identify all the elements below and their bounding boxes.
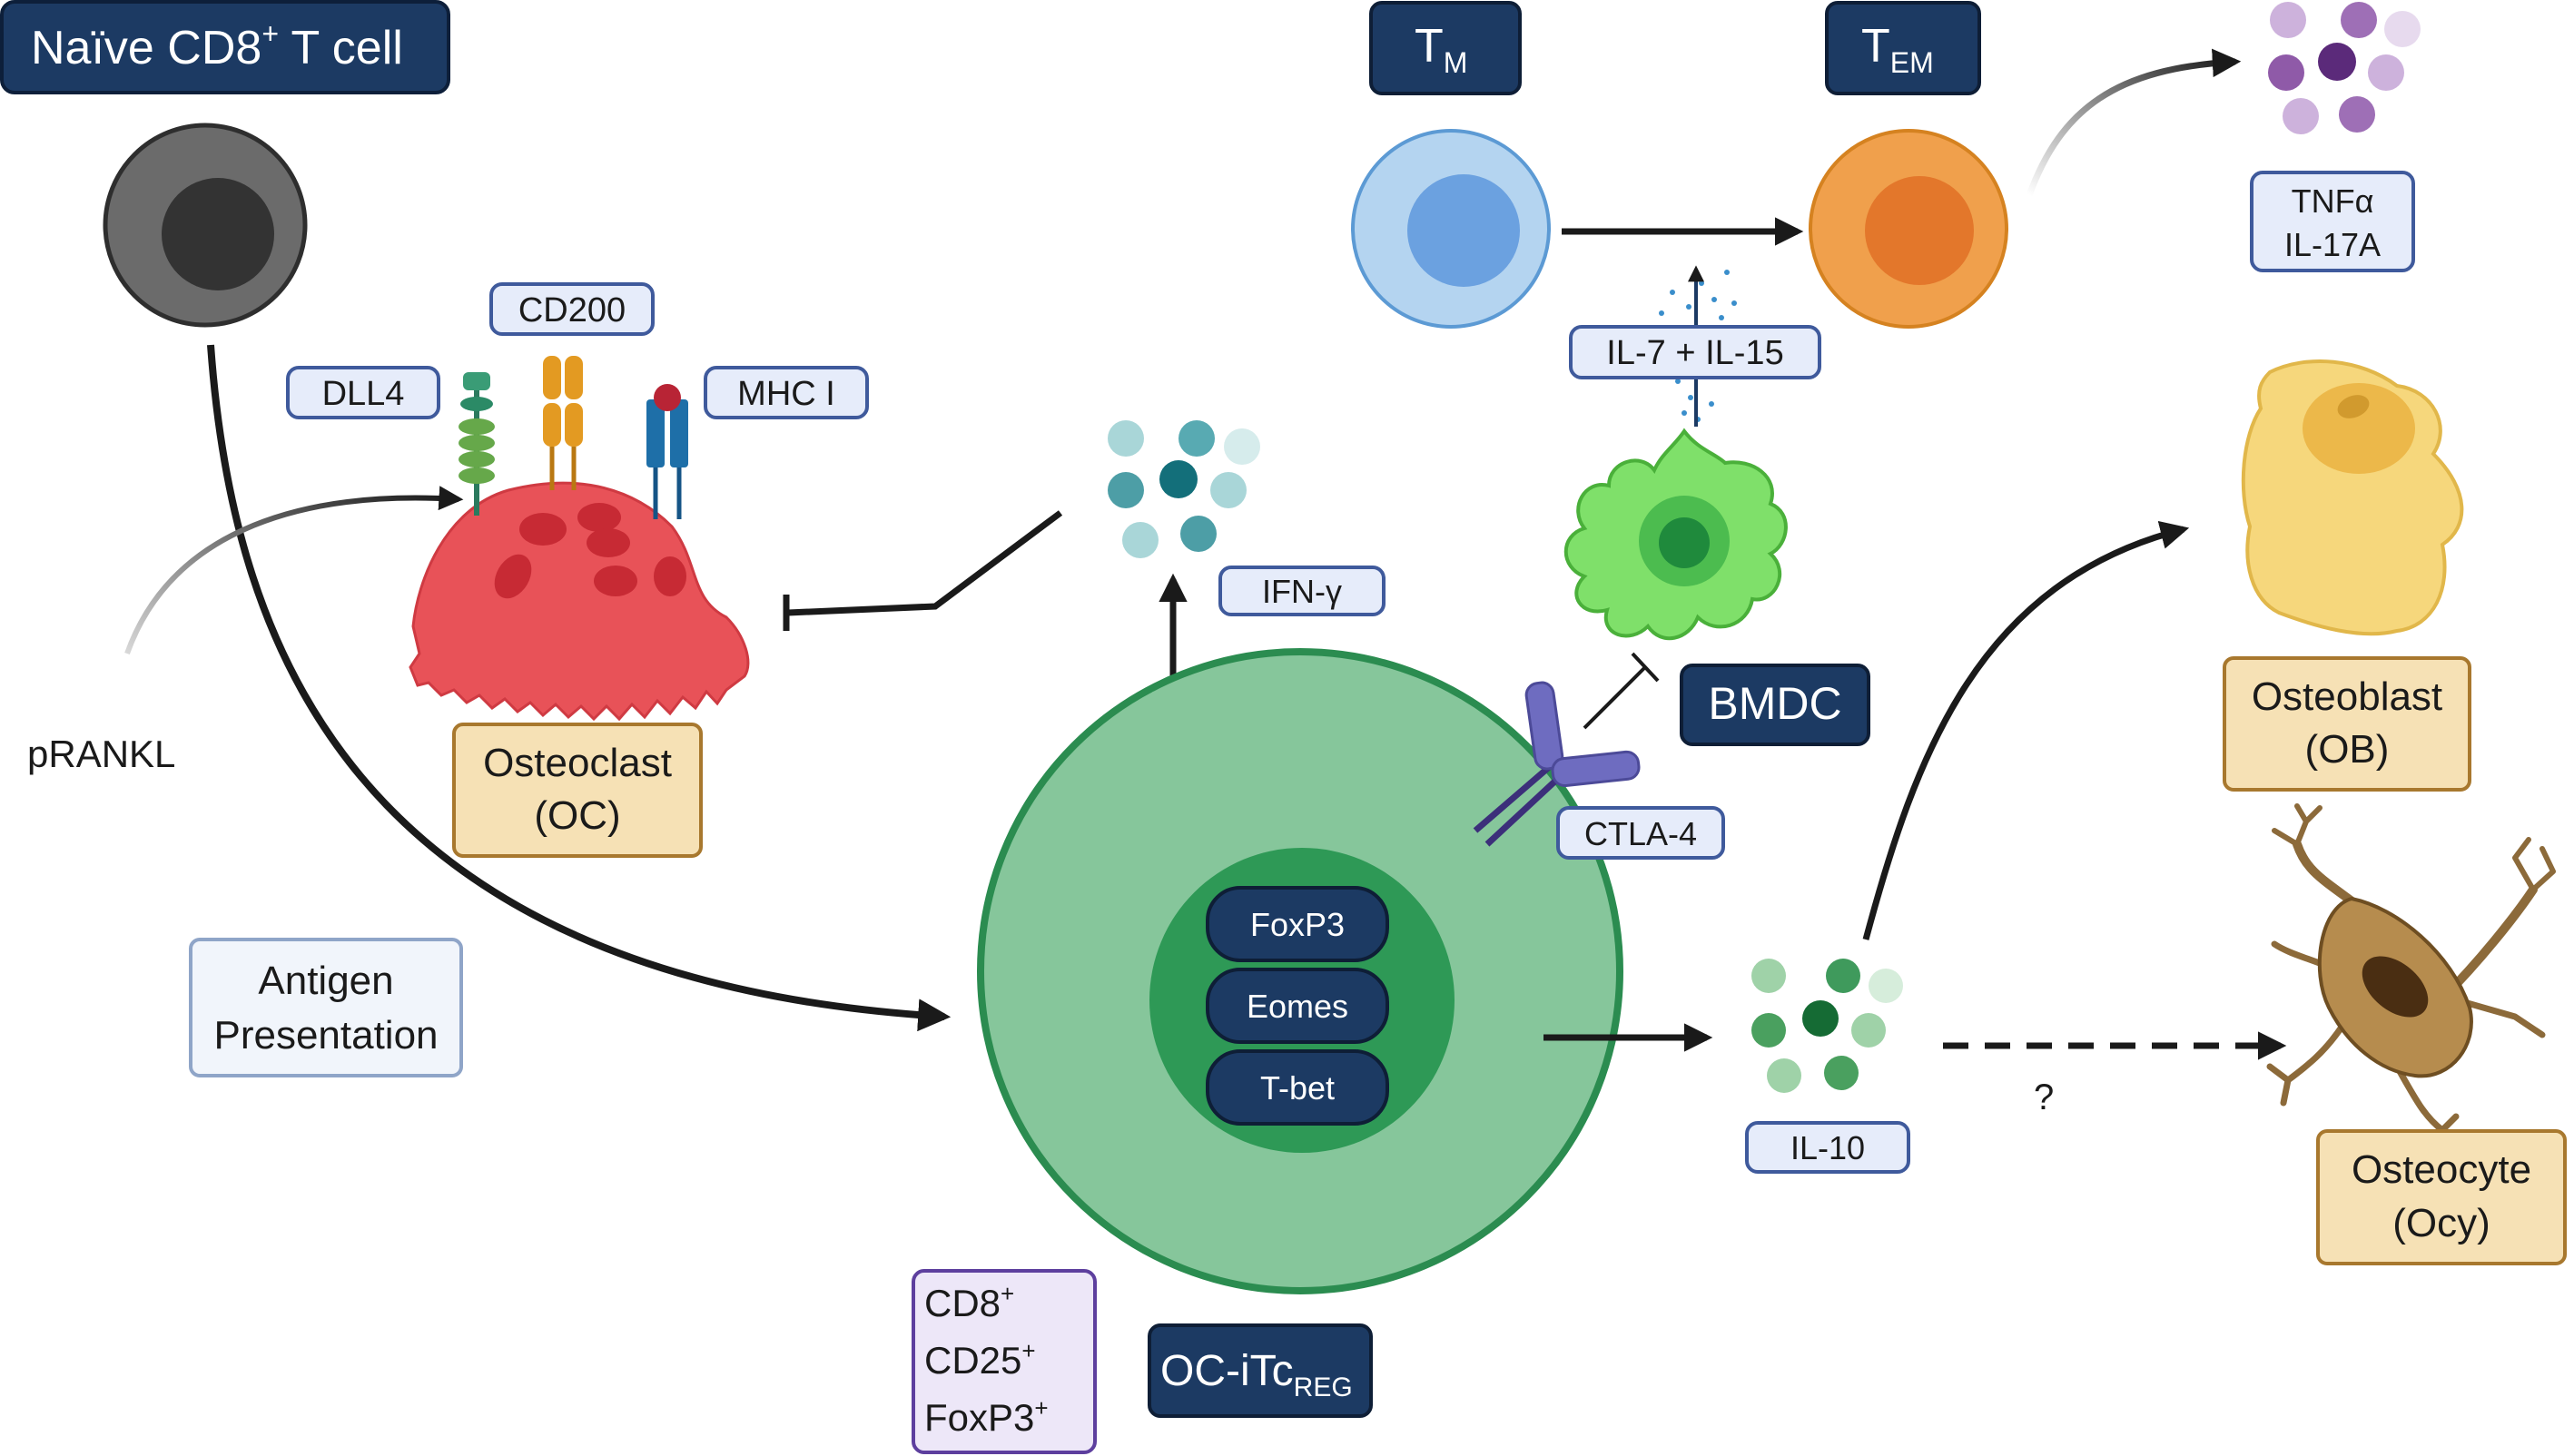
svg-text:Osteocyte: Osteocyte: [2352, 1147, 2531, 1192]
cd200-label: CD200: [489, 282, 655, 336]
svg-text:CD25+: CD25+: [924, 1337, 1036, 1382]
osteocyte-label-box: Osteocyte (Ocy): [2316, 1129, 2567, 1265]
tbet-factor-box: T-bet: [1206, 1049, 1389, 1126]
mhc-i-receptor-icon: [646, 384, 688, 519]
svg-text:IL-17A: IL-17A: [2284, 226, 2381, 263]
naive-cd8-cell: [103, 123, 308, 328]
prankl-label: pRANKL: [27, 733, 175, 775]
marker-cd25: CD25: [924, 1339, 1021, 1382]
ifn-cytokine-cluster: [1108, 420, 1260, 558]
naive-cd8-title-sup: +: [261, 17, 279, 50]
osteoclast-cell: [409, 481, 750, 722]
oc-itreg-name-main: OC-iTc: [1160, 1347, 1294, 1395]
bmdc-cell: [1563, 428, 1788, 641]
marker-cd8-sup: +: [1001, 1280, 1014, 1307]
antigen-presentation-box: Antigen Presentation: [189, 938, 463, 1077]
ctla4-inhibition-bar: [1631, 652, 1660, 683]
antigen-label-2: Presentation: [213, 1013, 438, 1058]
svg-text:(OB): (OB): [2305, 727, 2390, 772]
naive-cd8-title-box: Naïve CD8+ T cell: [0, 0, 450, 94]
svg-text:Eomes: Eomes: [1247, 988, 1348, 1025]
prankl-arrow: [124, 486, 464, 655]
il10-label: IL-10: [1745, 1121, 1910, 1174]
marker-cd8: CD8: [924, 1282, 1001, 1324]
svg-text:TNFα: TNFα: [2292, 182, 2374, 220]
svg-text:CD8+: CD8+: [924, 1280, 1014, 1324]
svg-text:DLL4: DLL4: [322, 375, 405, 413]
svg-text:FoxP3+: FoxP3+: [924, 1394, 1049, 1439]
svg-text:TM: TM: [1415, 20, 1467, 79]
tm-name-main: T: [1415, 20, 1444, 73]
tm-cell: [1351, 129, 1551, 329]
svg-text:CTLA-4: CTLA-4: [1584, 815, 1697, 852]
ifn-gamma-label: IFN-γ: [1218, 566, 1386, 616]
il10-to-osteoblast-arrow: [1862, 520, 2190, 940]
tem-name-box: TEM: [1825, 1, 1981, 95]
tem-name-sub: EM: [1890, 46, 1934, 79]
ifn-inhibition-line: [787, 510, 1063, 616]
mhc-i-label: MHC I: [704, 366, 869, 419]
svg-text:BMDC: BMDC: [1708, 678, 1841, 729]
tnf-cytokine-cluster: [2268, 2, 2421, 134]
tem-to-tnf-arrow: [2026, 48, 2242, 197]
svg-text:IL-7 + IL-15: IL-7 + IL-15: [1606, 334, 1783, 372]
marker-foxp3-sup: +: [1034, 1394, 1048, 1422]
tnf-il17a-label: TNFα IL-17A: [2250, 171, 2415, 272]
ctla4-receptor-icon: [1473, 681, 1641, 847]
naive-cd8-title-pre: Naïve CD8: [31, 22, 261, 74]
marker-foxp3: FoxP3: [924, 1396, 1034, 1439]
ctla4-to-bmdc-inhibition: [1583, 665, 1647, 730]
svg-text:MHC I: MHC I: [737, 375, 835, 413]
il7-il15-label: IL-7 + IL-15: [1569, 325, 1821, 379]
ctla4-label: CTLA-4: [1556, 806, 1725, 860]
svg-text:(OC): (OC): [534, 793, 620, 838]
svg-text:TEM: TEM: [1861, 20, 1934, 79]
naive-cd8-title-post: T cell: [279, 22, 403, 74]
foxp3-factor-box: FoxP3: [1206, 886, 1389, 962]
svg-text:IL-10: IL-10: [1790, 1129, 1865, 1166]
il10-cytokine-cluster: [1751, 959, 1903, 1093]
osteoblast-cell: [2241, 359, 2464, 636]
eomes-factor-box: Eomes: [1206, 968, 1389, 1044]
svg-text:T-bet: T-bet: [1260, 1069, 1335, 1107]
tm-name-box: TM: [1369, 1, 1522, 95]
svg-text:(Ocy): (Ocy): [2392, 1201, 2490, 1245]
svg-text:FoxP3: FoxP3: [1250, 906, 1345, 943]
svg-text:Naïve CD8+ T cell: Naïve CD8+ T cell: [31, 17, 403, 74]
marker-cd25-sup: +: [1021, 1337, 1035, 1364]
dll4-receptor-icon: [459, 372, 495, 516]
oc-itreg-name-sub: REG: [1294, 1372, 1353, 1402]
antigen-presentation-arrow: [207, 344, 952, 1032]
bmdc-name-box: BMDC: [1680, 664, 1870, 746]
tem-cell: [1809, 129, 2008, 329]
osteoclast-label-box: Osteoclast (OC): [452, 723, 703, 858]
itreg-markers-box: CD8+ CD25+ FoxP3+: [912, 1269, 1097, 1454]
cd200-receptor-icon: [543, 356, 583, 490]
svg-text:IFN-γ: IFN-γ: [1262, 573, 1342, 610]
svg-text:OC-iTcREG: OC-iTcREG: [1160, 1347, 1353, 1402]
question-mark: ?: [2034, 1077, 2054, 1117]
osteoblast-label-box: Osteoblast (OB): [2223, 656, 2471, 792]
svg-text:CD200: CD200: [518, 291, 626, 330]
antigen-label-1: Antigen: [258, 959, 393, 1003]
il7-il15-secretion-dots: [1659, 270, 1737, 422]
tem-name-main: T: [1861, 20, 1890, 73]
tm-name-sub: M: [1444, 46, 1468, 79]
osteocyte-body: [2317, 896, 2473, 1078]
oc-itreg-name-box: OC-iTcREG: [1148, 1323, 1373, 1418]
svg-text:Osteoblast: Osteoblast: [2252, 674, 2442, 719]
svg-text:Osteoclast: Osteoclast: [483, 741, 672, 785]
dll4-label: DLL4: [286, 366, 440, 419]
